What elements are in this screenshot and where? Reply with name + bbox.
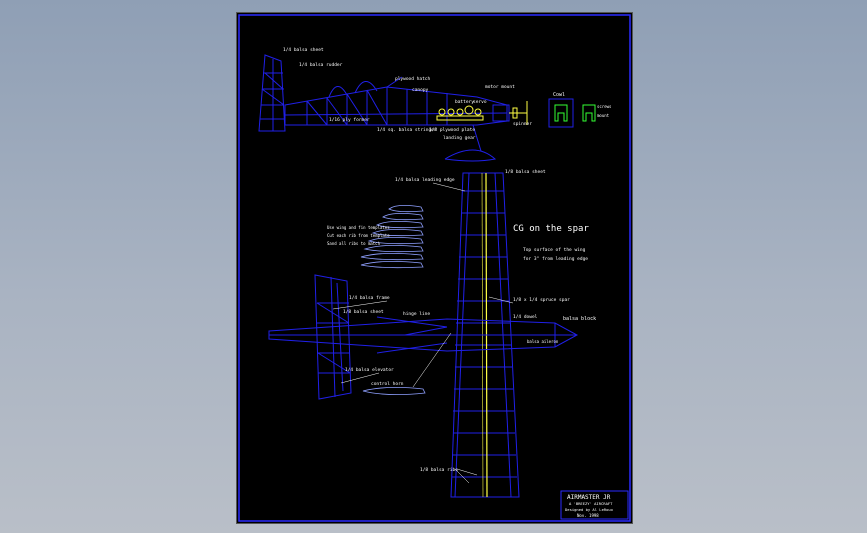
fuselage-outline: [284, 86, 508, 126]
drawing-border: [238, 14, 631, 522]
battery-icons: [436, 105, 484, 121]
label-hatch: plywood hatch: [395, 76, 431, 82]
stabilizer-outline: [314, 274, 352, 400]
plan-view-labels: 1/4 balsa leading edge 1/8 balsa sheet U…: [327, 169, 596, 473]
airplane-plan-drawing: 1/4 balsa sheet 1/4 balsa rudder plywood…: [238, 14, 631, 522]
label-wing-ribs: 1/8 balsa ribs: [420, 467, 458, 473]
leader-lines: [332, 182, 514, 484]
drawing-subtitle: A 'BREEZY' AIRCRAFT: [569, 501, 613, 506]
label-bottom: 1/4 sq. balsa stringer: [377, 127, 437, 133]
cg-note: CG on the spar: [513, 224, 589, 234]
label-dowel: 1/4 dowel: [513, 314, 538, 320]
sheeting-note-2: for 3" from leading edge: [523, 256, 588, 262]
side-view-labels: 1/4 balsa sheet 1/4 balsa rudder plywood…: [283, 47, 612, 141]
fuselage-plan-outline: [268, 318, 579, 352]
sheeting-note-1: Top surface of the wing: [523, 247, 586, 253]
label-cowl-screws: screws: [597, 104, 612, 109]
label-leading-edge: 1/4 balsa leading edge: [395, 177, 455, 183]
label-motor: motor mount: [485, 84, 515, 90]
drawing-sheet: 1/4 balsa sheet 1/4 balsa rudder plywood…: [236, 12, 633, 524]
label-battery: battery: [455, 99, 474, 105]
rib-note-2: Cut each rib from template: [327, 233, 390, 238]
cowl-front-box: [548, 98, 574, 128]
label-hstab: 1/4 balsa frame: [349, 295, 390, 301]
drawing-title: AIRMASTER JR: [567, 494, 611, 501]
label-plywood: 1/8 plywood plate: [429, 127, 475, 133]
landing-gear-strut: [472, 124, 482, 152]
drawing-date: Nov. 1998: [577, 513, 599, 518]
title-block-frame: [560, 490, 629, 520]
label-fin: 1/4 balsa sheet: [283, 47, 324, 53]
wing-plan-view: [268, 172, 579, 498]
canopy-rear-outline: [328, 86, 348, 98]
label-trailing-edge: 1/8 balsa sheet: [505, 169, 546, 175]
label-cowl: Cowl: [553, 92, 565, 98]
wing-ribs: [452, 190, 517, 478]
label-rudder: 1/4 balsa rudder: [299, 62, 343, 68]
label-spinner: spinner: [513, 121, 532, 127]
rib-templates: [360, 205, 426, 395]
fin-outline: [258, 54, 286, 132]
label-hinge: hinge line: [403, 311, 430, 317]
label-control-horn: control horn: [371, 381, 404, 387]
rib-note-1: Use wing and fin templates: [327, 225, 390, 230]
label-aileron: balsa aileron: [527, 339, 559, 344]
wheel-pant: [444, 149, 497, 162]
fuselage-side-view: [258, 54, 596, 162]
label-nose-block: balsa block: [563, 316, 596, 322]
label-gear: landing gear: [443, 135, 476, 141]
label-canopy: canopy: [412, 88, 429, 93]
cowl-front-icon: [554, 104, 596, 122]
label-stab: 1/16 ply former: [329, 117, 370, 123]
label-spar: 1/8 x 1/4 spruce spar: [513, 297, 570, 303]
drawing-designer: Designed by Al LeRoux: [565, 507, 614, 512]
label-fuse-top: 1/8 balsa sheet: [343, 309, 384, 315]
canopy-outline: [354, 81, 378, 94]
label-cowl-mount: mount: [597, 113, 610, 118]
label-elevator: 1/4 balsa elevator: [345, 367, 394, 373]
label-servo: servo: [473, 100, 487, 105]
title-block: AIRMASTER JR A 'BREEZY' AIRCRAFT Designe…: [560, 490, 629, 520]
rib-note-3: Sand all ribs to match: [327, 241, 381, 246]
